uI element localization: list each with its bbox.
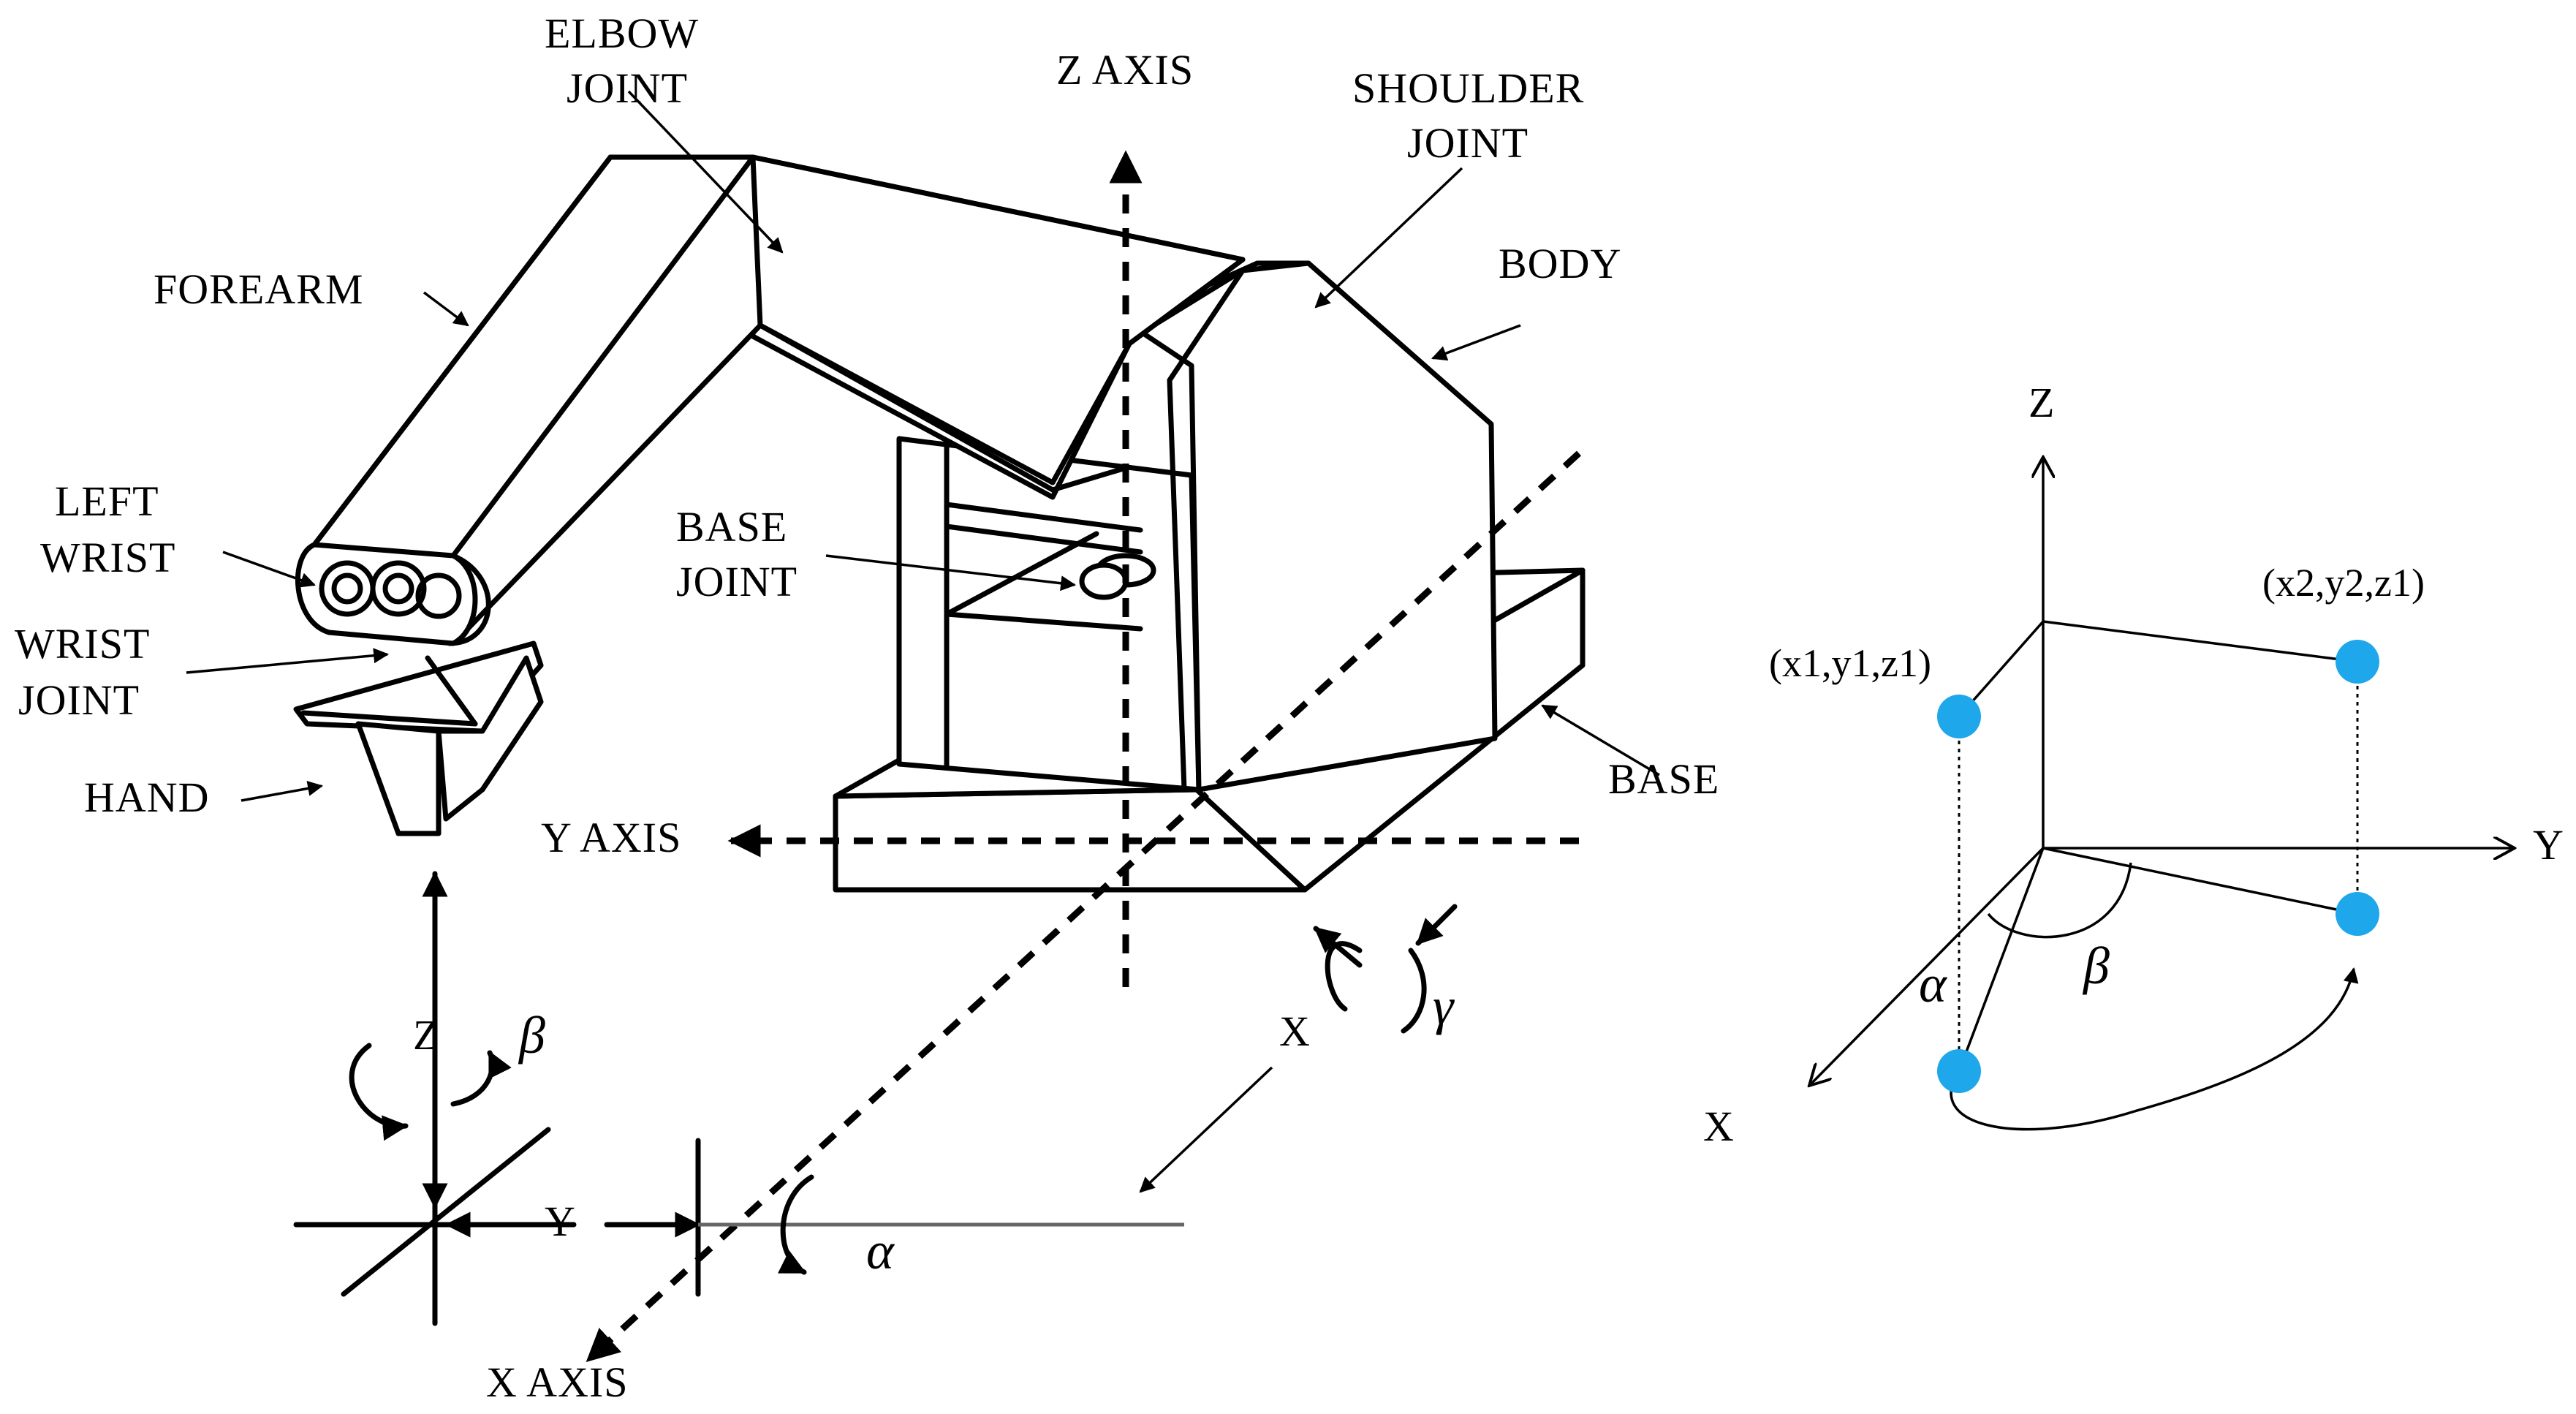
point-p2-projection [2336,892,2379,936]
robot-labels: ELBOW JOINT Z AXIS SHOULDER JOINT BODY F… [15,10,1719,1406]
rot-beta-label: β [518,1006,545,1065]
hand-orientation-axes [293,871,1458,1326]
p2-label: (x2,y2,z1) [2262,561,2425,605]
y-axis-label: Y AXIS [541,814,681,861]
base-joint-label-2: JOINT [676,558,798,605]
coord-beta-label: β [2082,937,2110,995]
robot-axes [586,150,1582,1363]
rot-x-label: X [1279,1007,1311,1055]
elbow-joint-label-2: JOINT [567,64,688,112]
wrist-joint-label-1: WRIST [15,620,150,668]
shoulder-joint-label-2: JOINT [1407,119,1528,167]
base-joint-label-1: BASE [676,503,787,551]
elbow-joint-label-1: ELBOW [545,10,699,57]
forearm-label: FOREARM [154,265,363,313]
left-wrist-label-1: LEFT [55,477,159,525]
rot-y-label: Y [545,1198,576,1245]
hand [293,640,544,836]
hand-label: HAND [84,774,210,821]
coord-x-label: X [1703,1103,1735,1150]
upper-arm [724,154,1246,500]
x-axis-label: X AXIS [486,1358,629,1406]
z-axis-label: Z AXIS [1056,46,1194,94]
rot-gamma-label: γ [1433,977,1455,1035]
wrist-joint-label-2: JOINT [18,676,140,724]
p1-label: (x1,y1,z1) [1769,641,1931,685]
base-label: BASE [1608,755,1719,803]
left-wrist-label-2: WRIST [40,534,175,581]
rot-z-label: Z [413,1011,439,1059]
leader-arrows [186,90,1660,1193]
robot: ELBOW JOINT Z AXIS SHOULDER JOINT BODY F… [15,10,1719,1406]
forearm [311,154,763,646]
point-p1-projection [1937,1049,1981,1093]
body-frame [896,260,1498,793]
point-p2 [2336,640,2379,684]
wrist-joint [295,542,478,646]
coordinate-diagram: Z Y X (x1,y1,z1) (x2,y2,z1) α β [1703,379,2564,1150]
shoulder-joint-label-1: SHOULDER [1352,64,1584,112]
coord-alpha-label: α [1919,955,1947,1013]
rot-alpha-label: α [866,1222,895,1280]
point-p1-start [1937,695,1981,738]
body-label: BODY [1499,240,1621,287]
coord-y-label: Y [2533,821,2564,869]
coord-z-label: Z [2028,379,2055,426]
